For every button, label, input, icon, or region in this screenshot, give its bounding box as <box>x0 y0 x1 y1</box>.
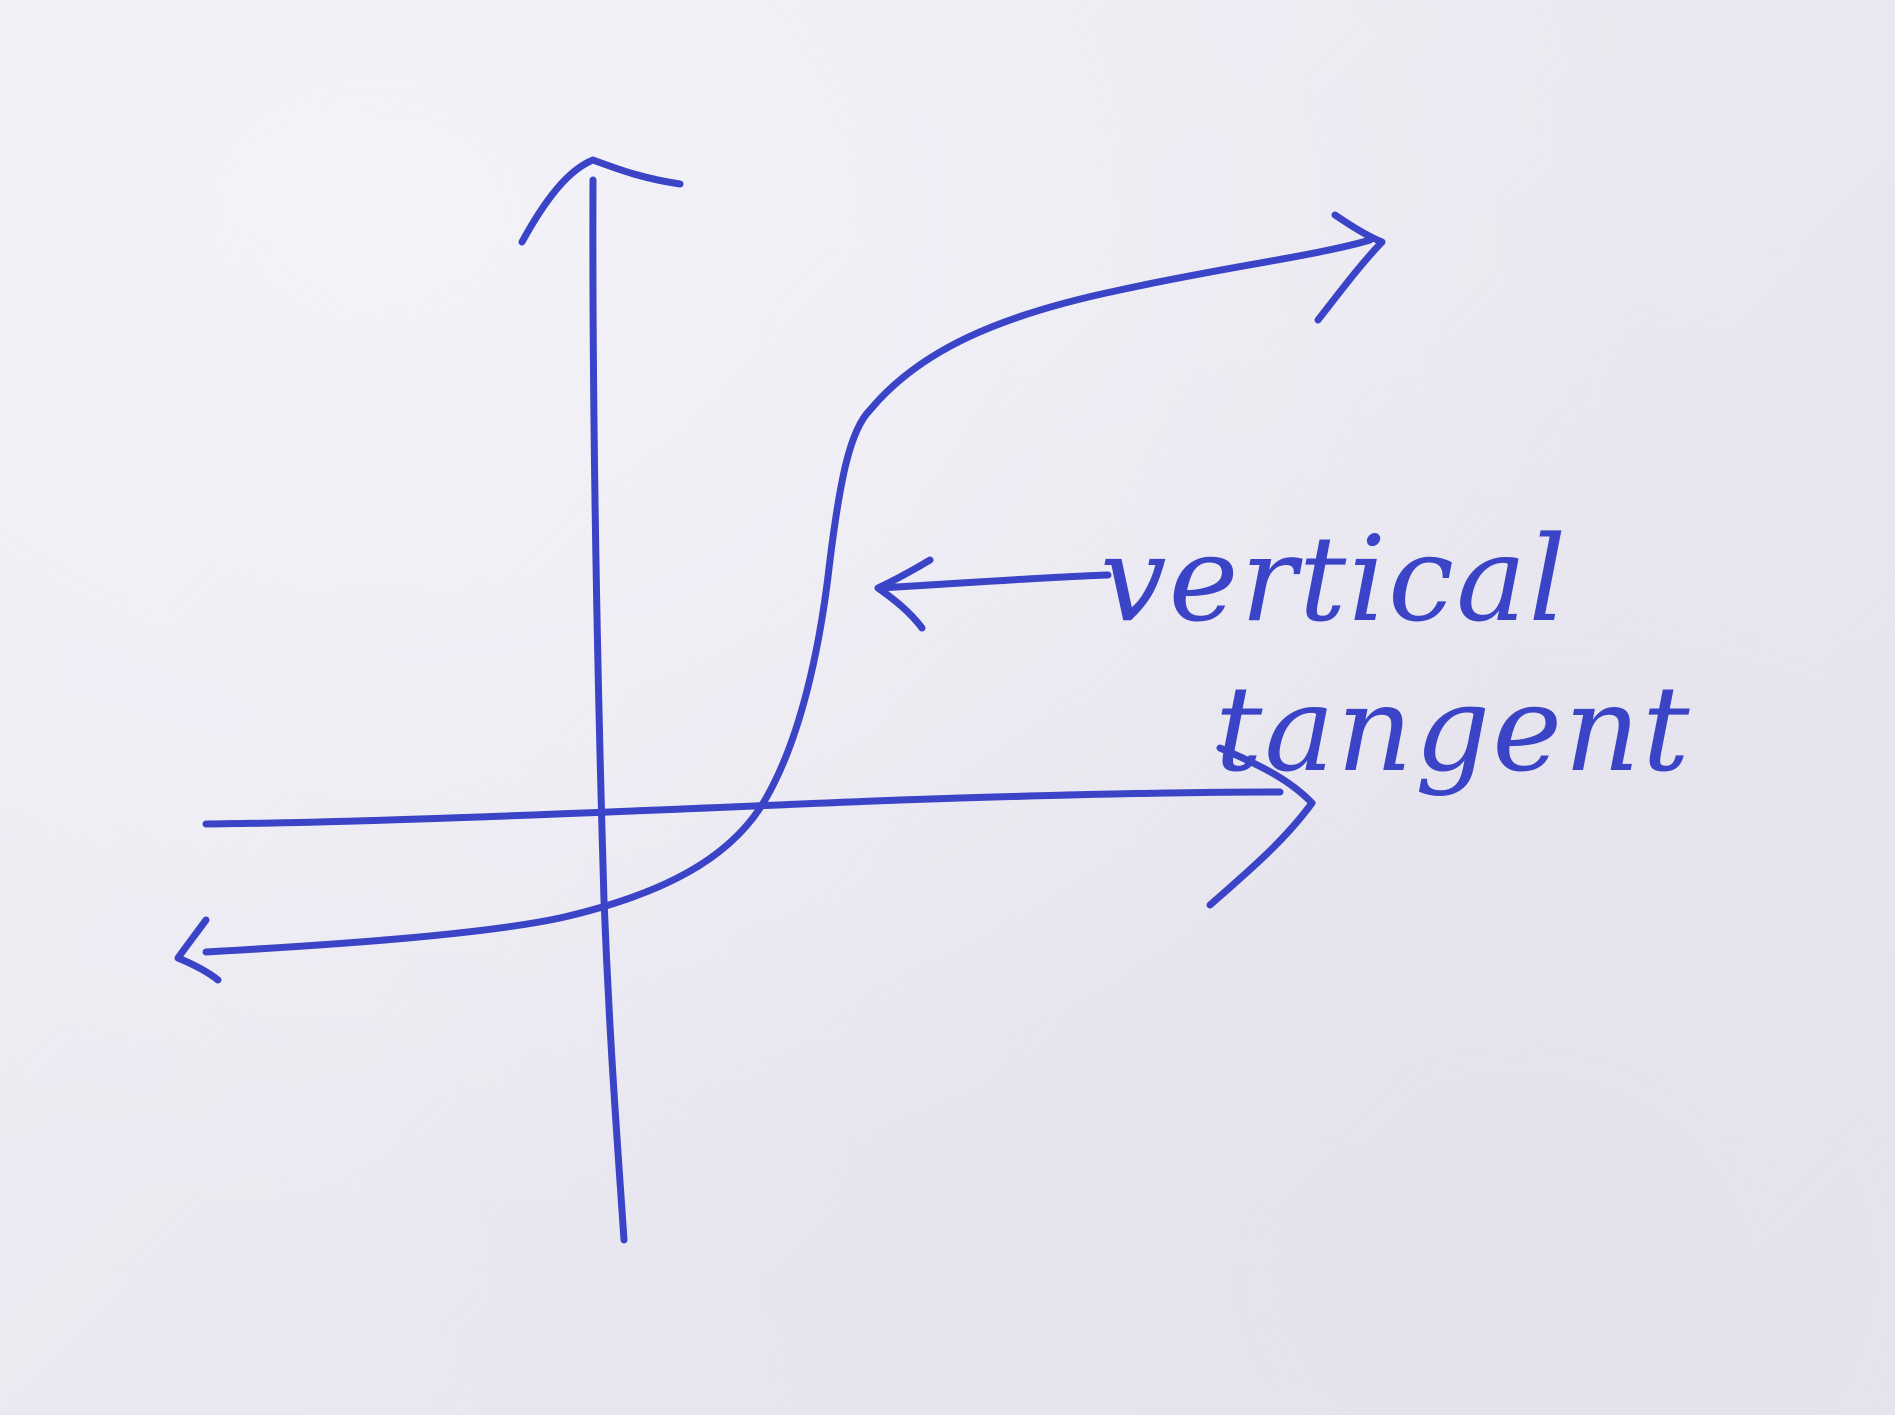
annotation-line-2: tangent <box>1215 660 1692 798</box>
curve-left-arrowhead <box>174 916 222 984</box>
annotation-line-1: vertical <box>1100 510 1568 648</box>
annotation-pointer-arrowhead <box>874 556 934 632</box>
annotation-pointer-arrow <box>876 571 1112 592</box>
curve <box>202 236 1374 956</box>
x-axis-arrowhead <box>1206 744 1316 909</box>
y-axis-arrowhead <box>518 156 684 246</box>
curve-right-arrowhead <box>1314 211 1386 324</box>
y-axis <box>589 176 628 1244</box>
x-axis <box>202 788 1284 828</box>
